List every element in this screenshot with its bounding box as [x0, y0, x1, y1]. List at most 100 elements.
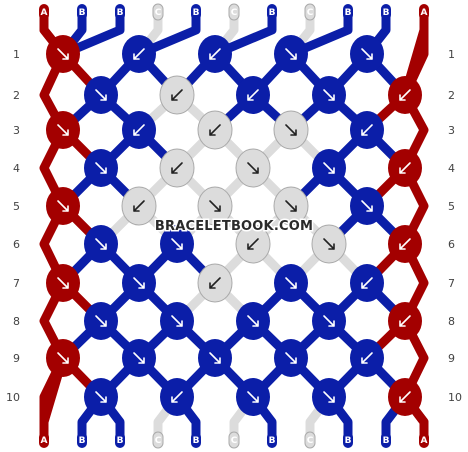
strand-cap	[304, 431, 316, 449]
row-number-left: 9	[13, 352, 20, 365]
strand-letter: B	[117, 436, 124, 446]
knot	[312, 76, 346, 114]
strand-label-top-4: C	[152, 3, 164, 21]
arrow-down-right-icon	[323, 391, 335, 403]
knot	[350, 264, 384, 302]
strand-cap	[39, 432, 49, 448]
knot	[274, 264, 308, 302]
strand-cap	[343, 432, 353, 448]
arrow-down-left-icon	[171, 391, 183, 403]
knot	[84, 225, 118, 263]
arrow-down-right-icon	[361, 48, 373, 60]
arrow-down-right-icon	[95, 162, 107, 174]
strand-label-bottom-7: B	[267, 432, 277, 448]
strand-cap	[191, 4, 201, 20]
strand-top-7	[210, 11, 277, 59]
strand-letter: C	[155, 436, 162, 446]
strand-cap	[419, 432, 429, 448]
strand-letter: B	[193, 8, 200, 18]
knot	[350, 35, 384, 73]
strand-letter: A	[41, 436, 48, 446]
knot	[122, 35, 156, 73]
knot	[160, 225, 194, 263]
arrow-down-right-icon	[57, 48, 69, 60]
strand-letter: B	[79, 8, 86, 18]
arrow-down-left-icon	[171, 89, 183, 101]
knot	[274, 339, 308, 377]
knot	[312, 302, 346, 340]
strand-label-bottom-5: B	[191, 432, 201, 448]
row-number-right: 1	[448, 48, 455, 61]
arrow-down-right-icon	[285, 277, 297, 289]
strand-cap	[267, 4, 277, 20]
strand-label-bottom-4: C	[152, 431, 164, 449]
arrow-down-left-icon	[209, 48, 221, 60]
strand-label-top-3: B	[115, 4, 125, 20]
strand-cap	[267, 432, 277, 448]
knot	[197, 186, 233, 226]
knot	[46, 339, 80, 377]
arrow-down-left-icon	[247, 238, 259, 250]
row-number-right: 6	[448, 238, 455, 251]
strand-letter: C	[155, 8, 162, 18]
knot	[159, 75, 195, 115]
arrow-down-right-icon	[95, 238, 107, 250]
knot-grid	[46, 35, 422, 416]
row-number-right: 4	[448, 162, 455, 175]
knot	[273, 110, 309, 150]
strand-label-top-5: B	[191, 4, 201, 20]
strand-cap	[115, 4, 125, 20]
arrow-down-right-icon	[57, 124, 69, 136]
knot	[388, 302, 422, 340]
knot	[311, 224, 347, 264]
arrow-down-right-icon	[361, 200, 373, 212]
arrow-down-left-icon	[209, 277, 221, 289]
strand-letter: C	[307, 8, 314, 18]
arrow-down-right-icon	[247, 391, 259, 403]
row-number-left: 3	[13, 124, 20, 137]
arrow-down-right-icon	[247, 162, 259, 174]
strand-label-bottom-6: C	[228, 431, 240, 449]
strand-letter: A	[421, 8, 428, 18]
strand-label-top-8: C	[304, 3, 316, 21]
arrow-down-left-icon	[399, 391, 411, 403]
knot	[160, 302, 194, 340]
strand-cap	[115, 432, 125, 448]
arrow-down-right-icon	[133, 352, 145, 364]
arrow-down-right-icon	[133, 277, 145, 289]
arrow-down-right-icon	[323, 162, 335, 174]
strand-letter: B	[79, 436, 86, 446]
strand-label-bottom-1: A	[39, 432, 49, 448]
strand-cap	[343, 4, 353, 20]
knot	[388, 225, 422, 263]
strand-letter: C	[307, 436, 314, 446]
knot	[84, 378, 118, 416]
arrow-down-right-icon	[171, 238, 183, 250]
knot	[198, 339, 232, 377]
strand-label-bottom-2: B	[77, 432, 87, 448]
strand-cap	[39, 4, 49, 20]
knot	[122, 264, 156, 302]
knot	[274, 35, 308, 73]
arrow-down-right-icon	[95, 89, 107, 101]
arrow-down-left-icon	[209, 124, 221, 136]
arrow-down-right-icon	[247, 315, 259, 327]
strand-letter: B	[345, 8, 352, 18]
arrow-down-right-icon	[285, 200, 297, 212]
strand-cap	[381, 432, 391, 448]
strand-cap	[152, 431, 164, 449]
arrow-down-right-icon	[95, 315, 107, 327]
row-number-left: 2	[13, 89, 20, 102]
strand-letter: B	[383, 436, 390, 446]
strand-top-3	[58, 11, 125, 59]
arrow-down-left-icon	[133, 124, 145, 136]
strand-label-top-2: B	[77, 4, 87, 20]
strand-top-5	[134, 11, 201, 59]
knot	[197, 263, 233, 303]
knot	[197, 110, 233, 150]
knot	[350, 187, 384, 225]
knot	[236, 378, 270, 416]
